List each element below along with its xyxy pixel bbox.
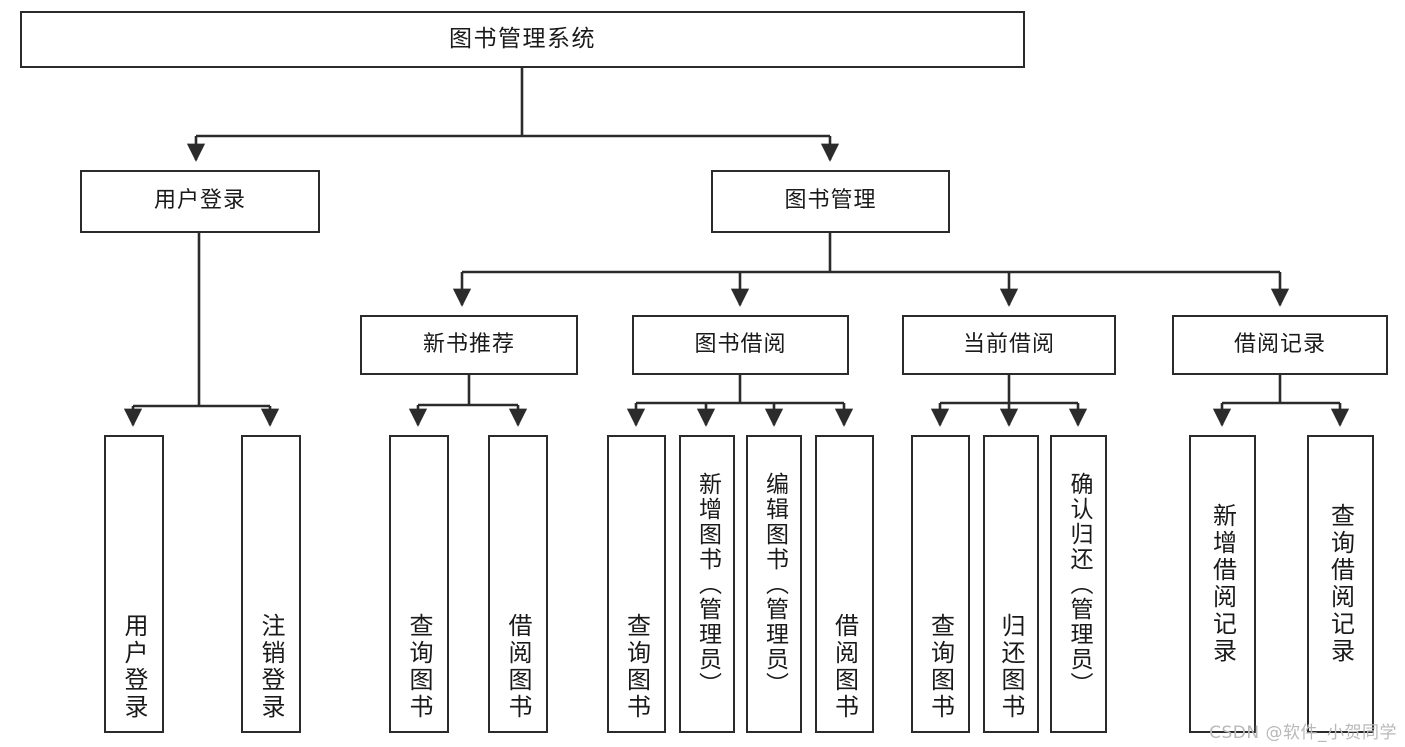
leaf-add-book[interactable]: 新增图书（管理员） [679,435,735,733]
leaf-query-record-label: 查询借阅记录 [1326,503,1355,665]
leaf-borrow-book-2-label: 借阅图书 [830,613,859,721]
node-root[interactable]: 图书管理系统 [20,11,1025,68]
leaf-query-book-3-label: 查询图书 [926,613,955,721]
node-book-manage[interactable]: 图书管理 [711,170,950,233]
node-new-book-rec[interactable]: 新书推荐 [360,315,578,375]
leaf-borrow-book-1-label: 借阅图书 [504,613,532,721]
node-current-borrow-label: 当前借阅 [962,331,1055,357]
node-book-manage-label: 图书管理 [784,188,877,214]
leaf-add-book-label: 新增图书（管理员） [694,471,721,697]
node-book-borrow[interactable]: 图书借阅 [632,315,849,375]
csdn-watermark: CSDN @软件_小贺同学 [1209,723,1397,743]
leaf-logout[interactable]: 注销登录 [241,435,301,733]
node-book-borrow-label: 图书借阅 [694,331,787,357]
node-current-borrow[interactable]: 当前借阅 [902,315,1116,375]
leaf-logout-label: 注销登录 [257,613,285,721]
leaf-confirm-return[interactable]: 确认归还（管理员） [1050,435,1107,733]
leaf-add-record-label: 新增借阅记录 [1208,503,1237,665]
leaf-edit-book[interactable]: 编辑图书（管理员） [746,435,802,733]
leaf-query-book-1-label: 查询图书 [405,613,433,721]
leaf-edit-book-label: 编辑图书（管理员） [761,471,788,697]
leaf-add-record[interactable]: 新增借阅记录 [1189,435,1256,733]
leaf-return-book-label: 归还图书 [997,613,1025,721]
leaf-confirm-return-label: 确认归还（管理员） [1066,471,1092,697]
leaf-user-login[interactable]: 用户登录 [104,435,164,733]
leaf-query-book-2[interactable]: 查询图书 [607,435,666,733]
node-user-login-label: 用户登录 [153,188,246,214]
leaf-borrow-book-2[interactable]: 借阅图书 [815,435,874,733]
node-user-login[interactable]: 用户登录 [80,170,320,233]
node-borrow-record-label: 借阅记录 [1233,331,1326,357]
leaf-query-book-1[interactable]: 查询图书 [389,435,449,733]
leaf-query-book-3[interactable]: 查询图书 [911,435,970,733]
leaf-user-login-label: 用户登录 [120,613,148,721]
leaf-query-record[interactable]: 查询借阅记录 [1307,435,1374,733]
leaf-borrow-book-1[interactable]: 借阅图书 [488,435,548,733]
node-borrow-record[interactable]: 借阅记录 [1172,315,1388,375]
leaf-return-book[interactable]: 归还图书 [983,435,1039,733]
node-root-label: 图书管理系统 [449,25,596,52]
node-new-book-rec-label: 新书推荐 [422,331,515,357]
leaf-query-book-2-label: 查询图书 [622,613,651,721]
